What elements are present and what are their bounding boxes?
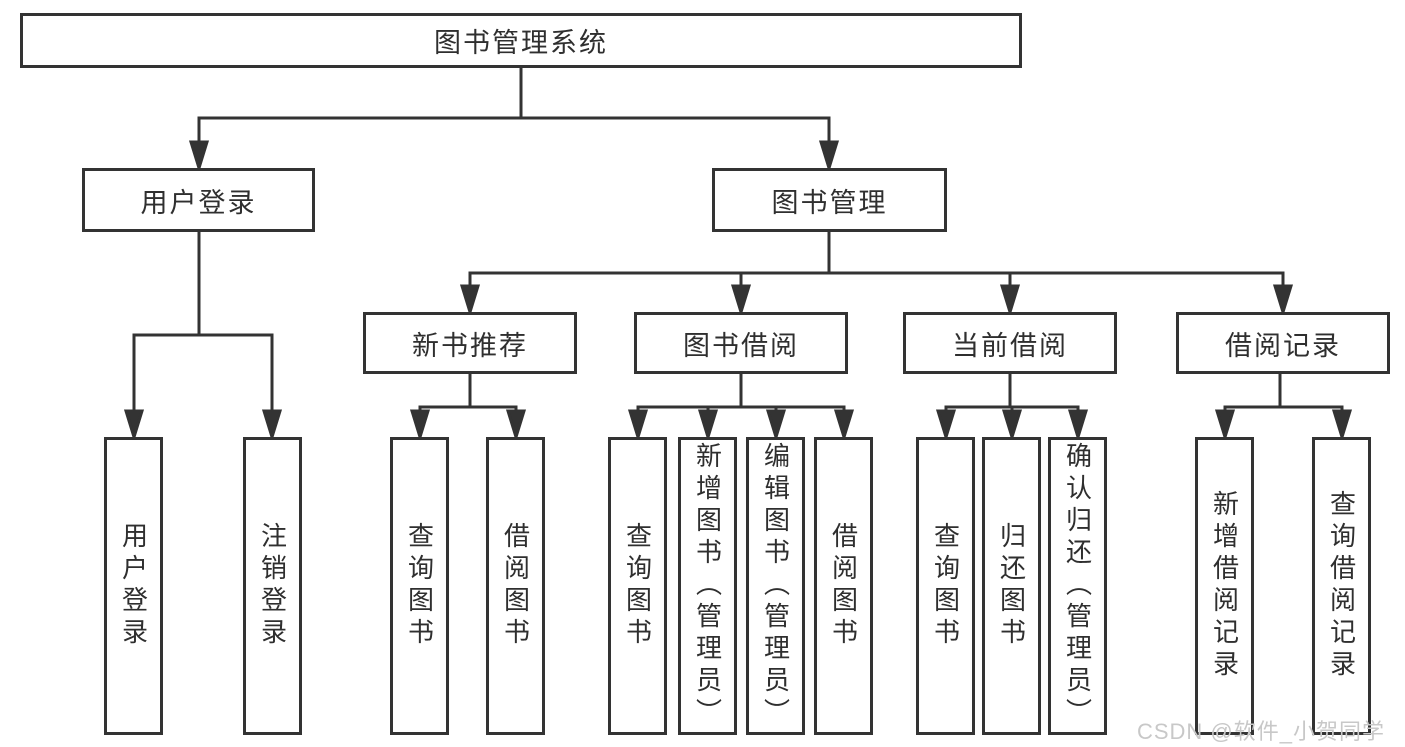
node-label: 注销登录 xyxy=(257,522,288,650)
arrowhead xyxy=(935,409,957,443)
node-root-system: 图书管理系统 xyxy=(20,13,1022,68)
node-label: 借阅图书 xyxy=(828,522,859,650)
leaf-edit-book-admin: 编辑图书（管理员） xyxy=(746,437,805,735)
node-label: 编辑图书（管理员） xyxy=(760,442,791,730)
leaf-borrow-book: 借阅图书 xyxy=(814,437,873,735)
leaf-confirm-return-admin: 确认归还（管理员） xyxy=(1048,437,1107,735)
leaf-add-book-admin: 新增图书（管理员） xyxy=(678,437,737,735)
arrowhead xyxy=(505,409,527,443)
node-label: 用户登录 xyxy=(140,187,257,218)
connector-borrow-records-children xyxy=(1214,374,1353,443)
arrowhead xyxy=(188,140,210,174)
node-label: 查询借阅记录 xyxy=(1326,490,1357,682)
arrowhead xyxy=(730,284,752,318)
arrowhead xyxy=(123,409,145,443)
arrowhead xyxy=(999,284,1021,318)
arrowhead xyxy=(261,409,283,443)
leaf-query-book-borrow: 查询图书 xyxy=(608,437,667,735)
arrowhead xyxy=(1331,409,1353,443)
leaf-query-book-recommend: 查询图书 xyxy=(390,437,449,735)
node-user-login: 用户登录 xyxy=(82,168,315,232)
leaf-add-borrow-record: 新增借阅记录 xyxy=(1195,437,1254,735)
node-label: 新书推荐 xyxy=(412,330,528,361)
arrowhead xyxy=(627,409,649,443)
arrowhead xyxy=(409,409,431,443)
node-book-management: 图书管理 xyxy=(712,168,947,232)
node-label: 查询图书 xyxy=(404,522,435,650)
node-label: 新增借阅记录 xyxy=(1209,490,1240,682)
connector-root-to-branches xyxy=(188,68,840,174)
node-label: 确认归还（管理员） xyxy=(1062,442,1093,730)
arrowhead xyxy=(833,409,855,443)
node-label: 新增图书（管理员） xyxy=(692,442,723,730)
node-label: 归还图书 xyxy=(996,522,1027,650)
arrowhead xyxy=(1272,284,1294,318)
node-current-borrow: 当前借阅 xyxy=(903,312,1117,374)
node-label: 借阅图书 xyxy=(500,522,531,650)
leaf-borrow-book-recommend: 借阅图书 xyxy=(486,437,545,735)
arrowhead xyxy=(818,140,840,174)
node-label: 图书管理 xyxy=(771,187,888,218)
arrowhead xyxy=(1001,409,1023,443)
node-label: 当前借阅 xyxy=(952,330,1068,361)
leaf-query-borrow-record: 查询借阅记录 xyxy=(1312,437,1371,735)
connector-new-book-children xyxy=(409,374,527,443)
arrowhead xyxy=(1067,409,1089,443)
leaf-query-book-current: 查询图书 xyxy=(916,437,975,735)
arrowhead xyxy=(765,409,787,443)
connector-current-borrow-children xyxy=(935,374,1089,443)
connector-user-login-children xyxy=(123,232,283,443)
arrowhead xyxy=(459,284,481,318)
leaf-logout: 注销登录 xyxy=(243,437,302,735)
node-label: 用户登录 xyxy=(118,522,149,650)
node-label: 图书管理系统 xyxy=(434,28,608,58)
leaf-user-login: 用户登录 xyxy=(104,437,163,735)
node-borrow-records: 借阅记录 xyxy=(1176,312,1390,374)
connector-book-borrow-children xyxy=(627,374,855,443)
leaf-return-book: 归还图书 xyxy=(982,437,1041,735)
node-label: 借阅记录 xyxy=(1225,330,1341,361)
csdn-watermark: CSDN @软件_小贺同学 xyxy=(1136,719,1385,744)
node-label: 图书借阅 xyxy=(683,330,799,361)
node-book-borrow: 图书借阅 xyxy=(634,312,848,374)
node-label: 查询图书 xyxy=(622,522,653,650)
arrowhead xyxy=(1214,409,1236,443)
connector-book-management-children xyxy=(459,232,1294,318)
node-new-book-recommend: 新书推荐 xyxy=(363,312,577,374)
arrowhead xyxy=(697,409,719,443)
node-label: 查询图书 xyxy=(930,522,961,650)
